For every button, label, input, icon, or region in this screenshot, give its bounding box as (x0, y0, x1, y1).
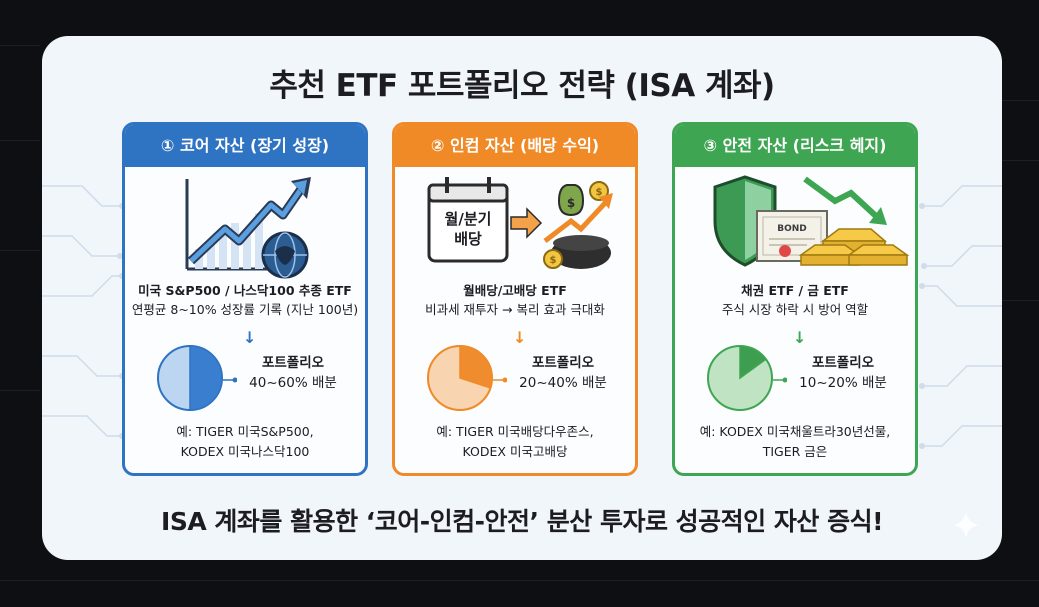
income-alloc-range: 20~40% 배분 (519, 375, 607, 391)
arrow-down-icon: ↓ (793, 328, 807, 347)
arrow-down-icon: ↓ (243, 328, 257, 347)
core-allocation-pie (157, 345, 223, 411)
safe-allocation-pie (707, 345, 773, 411)
income-example-line2: KODEX 미국고배당 (462, 444, 568, 459)
core-allocation: 포트폴리오 40~60% 배분 (233, 353, 353, 393)
safe-description: 채권 ETF / 금 ETF 주식 시장 하락 시 방어 역할 (675, 281, 915, 319)
connector-icon (223, 377, 237, 383)
panel-income-header: ② 인컴 자산 (배당 수익) (395, 125, 635, 167)
circuit-background (42, 185, 1002, 449)
growth-chart-globe-icon (185, 177, 311, 279)
footer-slogan: ISA 계좌를 활용한 ‘코어-인컴-안전’ 분산 투자로 성공적인 자산 증식… (161, 507, 883, 536)
income-allocation: 포트폴리오 20~40% 배분 (503, 353, 623, 393)
safe-desc-line1: 채권 ETF / 금 ETF (741, 283, 849, 298)
core-desc-line2: 연평균 8~10% 성장률 기록 (지난 100년) (131, 302, 359, 317)
core-example-line2: KODEX 미국나스닥100 (180, 444, 310, 459)
safe-alloc-label: 포트폴리오 (811, 355, 875, 371)
panel-core-header: ① 코어 자산 (장기 성장) (125, 125, 365, 167)
arrow-down-icon: ↓ (513, 328, 527, 347)
core-example: 예: TIGER 미국S&P500, KODEX 미국나스닥100 (125, 422, 365, 462)
shield-bond-gold-icon: BOND (713, 175, 910, 267)
pie-slice-allocation (739, 345, 767, 380)
connector-icon (493, 377, 507, 383)
safe-example-line2: TIGER 금은 (762, 444, 828, 459)
core-example-line1: 예: TIGER 미국S&P500, (176, 424, 314, 439)
pie-slice-allocation (189, 345, 223, 411)
income-example: 예: TIGER 미국배당다우존스, KODEX 미국고배당 (395, 422, 635, 462)
income-desc-line2: 비과세 재투자 → 복리 효과 극대화 (425, 302, 605, 317)
safe-example: 예: KODEX 미국채울트라30년선물, TIGER 금은 (675, 422, 915, 462)
safe-desc-line2: 주식 시장 하락 시 방어 역할 (721, 302, 869, 317)
income-example-line1: 예: TIGER 미국배당다우존스, (436, 424, 594, 439)
panel-income-assets: ② 인컴 자산 (배당 수익) 월/분기 배당 $ $ $ 월배당/고배당 ET… (392, 122, 638, 476)
coin-symbol-3: $ (596, 187, 603, 198)
core-alloc-label: 포트폴리오 (261, 355, 325, 371)
calendar-money-icon: 월/분기 배당 $ $ $ (427, 177, 613, 269)
income-description: 월배당/고배당 ETF 비과세 재투자 → 복리 효과 극대화 (395, 281, 635, 319)
income-allocation-pie (427, 345, 493, 411)
safe-alloc-range: 10~20% 배분 (799, 375, 887, 391)
infographic-card: 추천 ETF 포트폴리오 전략 (ISA 계좌) ① 코어 자산 (장기 성장)… (42, 36, 1002, 560)
bond-label: BOND (777, 224, 807, 234)
core-description: 미국 S&P500 / 나스닥100 추종 ETF 연평균 8~10% 성장률 … (125, 281, 365, 319)
coin-symbol-1: $ (550, 255, 557, 266)
page-title: 추천 ETF 포트폴리오 전략 (ISA 계좌) (269, 68, 775, 104)
calendar-text-line1: 월/분기 (445, 210, 492, 228)
panel-safe-header: ③ 안전 자산 (리스크 헤지) (675, 125, 915, 167)
core-alloc-range: 40~60% 배분 (249, 375, 337, 391)
calendar-text-line2: 배당 (454, 230, 482, 248)
safe-example-line1: 예: KODEX 미국채울트라30년선물, (699, 424, 891, 439)
income-desc-line1: 월배당/고배당 ETF (463, 283, 567, 298)
panel-safe-assets: ③ 안전 자산 (리스크 헤지) BOND 채권 ETF / 금 ETF 주식 … (672, 122, 918, 476)
pie-slice-allocation (459, 345, 493, 389)
connector-icon (773, 377, 787, 383)
income-alloc-label: 포트폴리오 (531, 355, 595, 371)
core-desc-line1: 미국 S&P500 / 나스닥100 추종 ETF (138, 283, 352, 298)
sparkle-icon (953, 512, 979, 538)
coin-symbol-2: $ (567, 196, 575, 210)
panel-core-assets: ① 코어 자산 (장기 성장) 미국 S&P500 / 나스닥100 추종 ET… (122, 122, 368, 476)
safe-allocation: 포트폴리오 10~20% 배분 (783, 353, 903, 393)
